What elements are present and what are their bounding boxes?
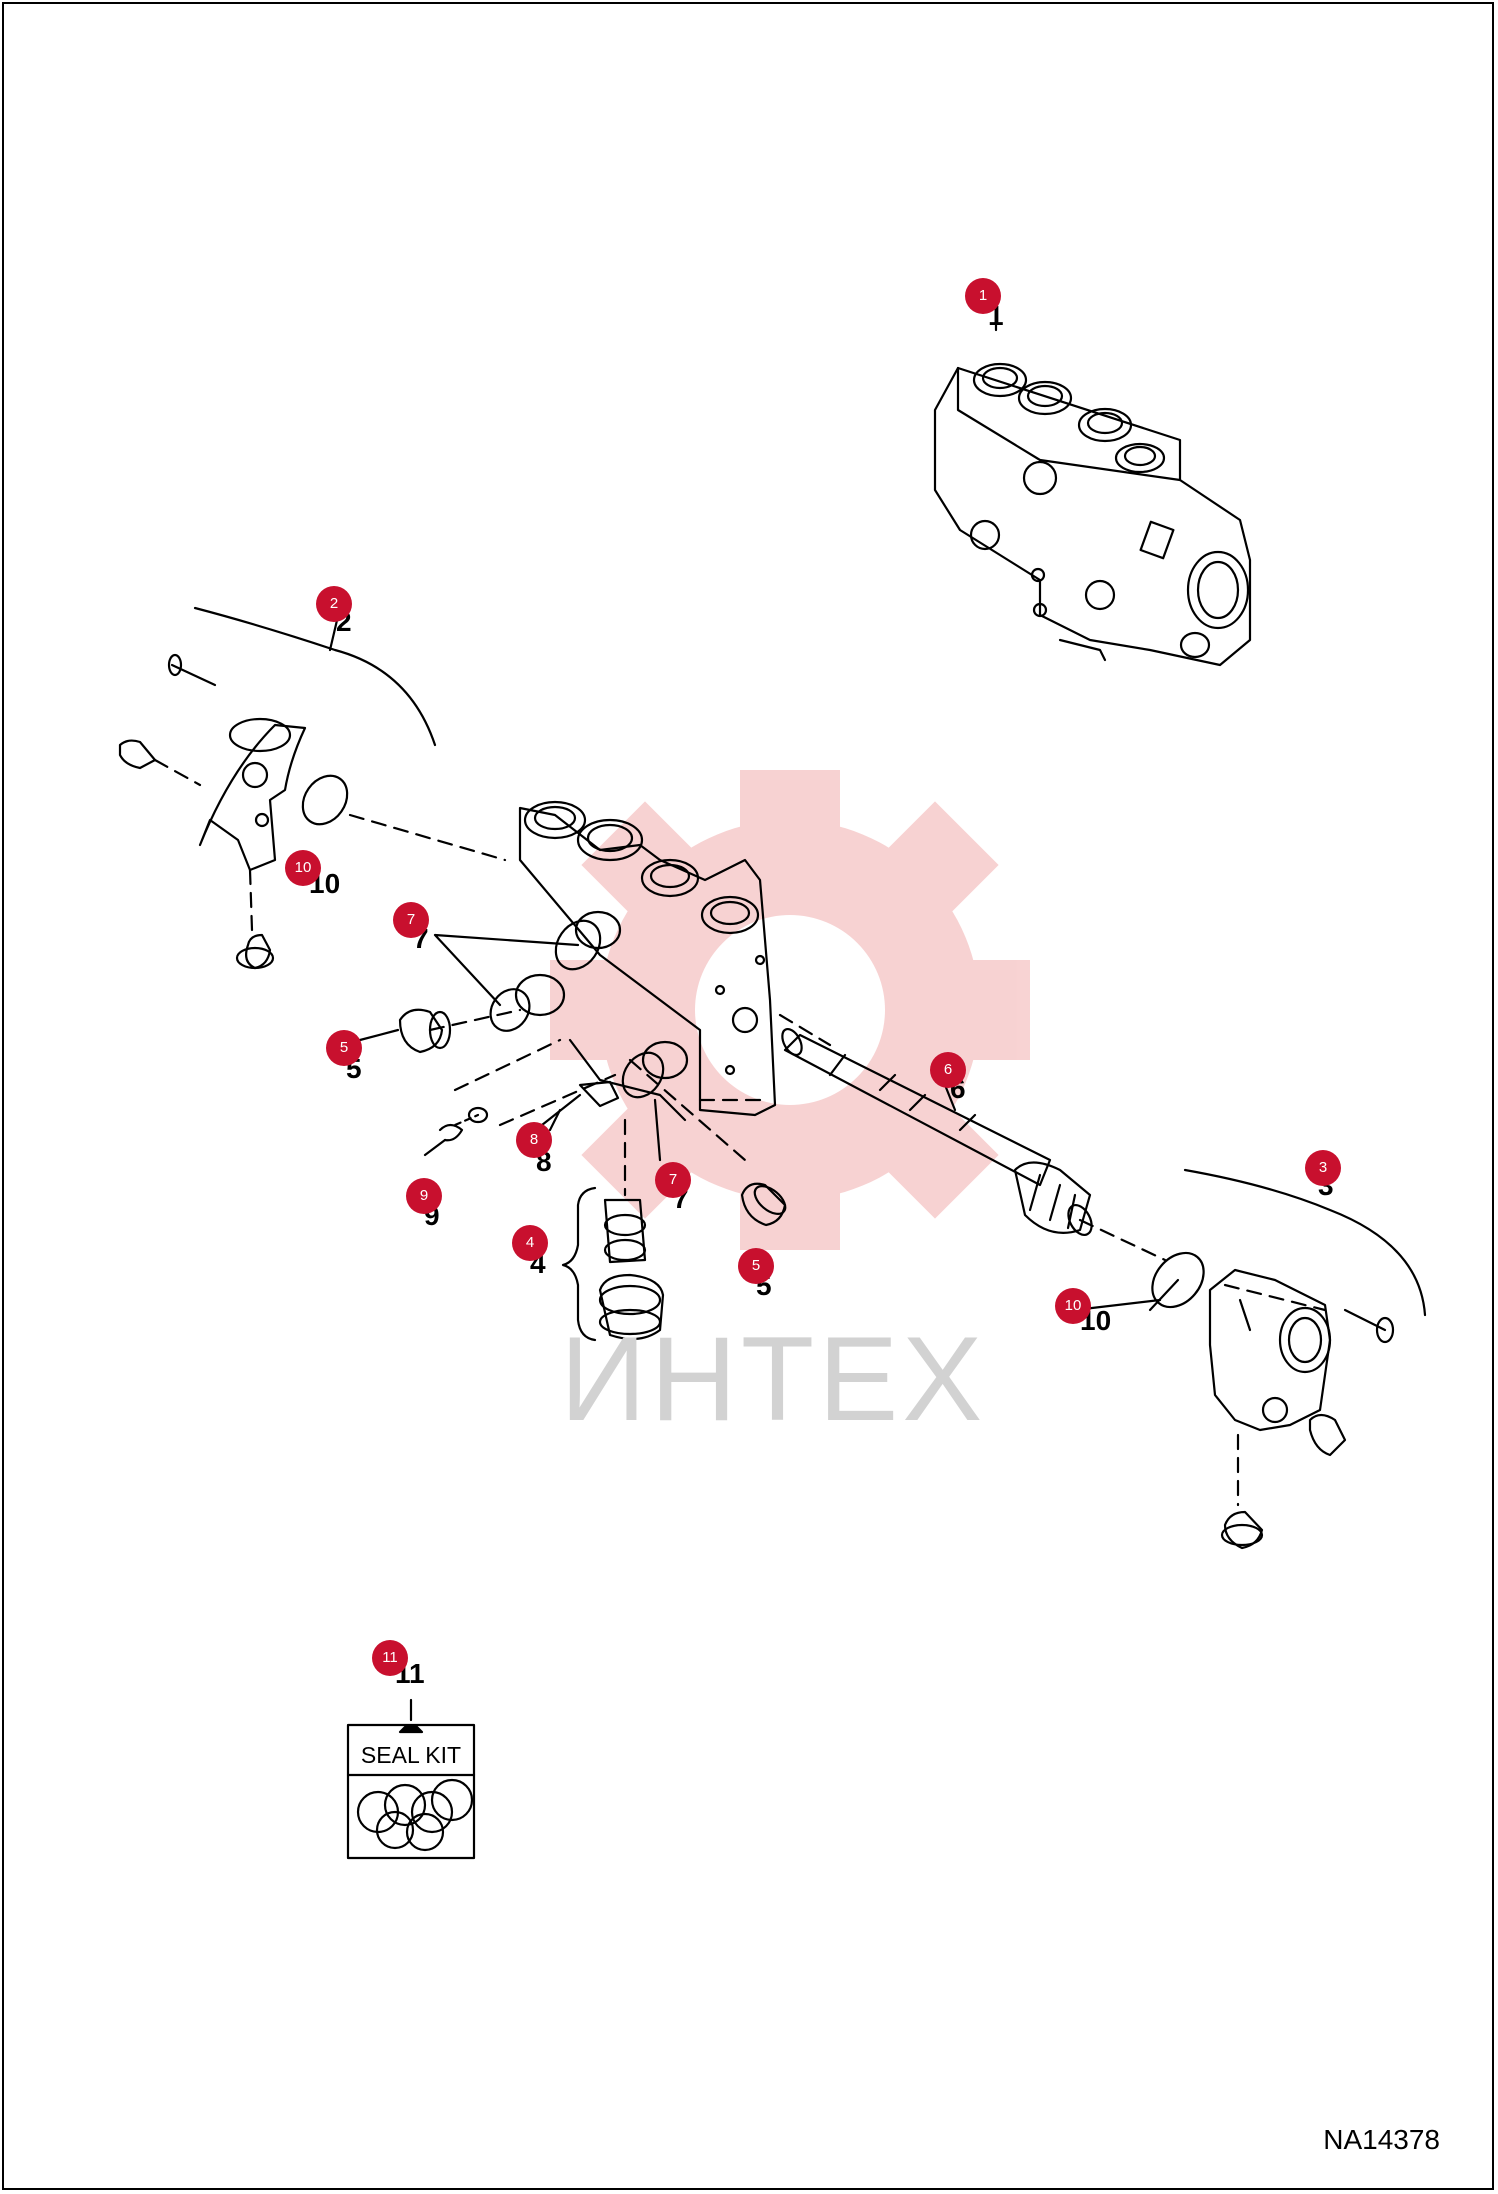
seal-kit-title: SEAL KIT [360,1742,462,1768]
end-cap-left-icon [118,606,437,970]
bracket-brace-icon [561,1186,597,1342]
callout-11[interactable]: 11 [372,1640,408,1676]
callout-4[interactable]: 4 [512,1225,548,1261]
watermark-gear-icon [550,770,1030,1250]
callout-7b[interactable]: 7 [655,1162,691,1198]
o-ring-upper-icon [554,919,602,971]
end-cap-right-icon [1208,1268,1395,1550]
callout-10b[interactable]: 10 [1055,1288,1091,1324]
callout-3[interactable]: 3 [1305,1150,1341,1186]
o-ring-left-icon [301,774,349,826]
valve-section-assembly-icon [933,362,1252,667]
o-ring-right-icon [1151,1251,1205,1309]
valve-body-icon [514,800,777,1122]
plug-left-icon [358,1008,452,1054]
callout-7a[interactable]: 7 [393,902,429,938]
callout-8[interactable]: 8 [516,1122,552,1158]
retaining-clip-icon [438,1123,464,1142]
seal-ring-small-icon [467,1106,489,1124]
o-ring-lower-icon [621,1051,665,1099]
callout-9[interactable]: 9 [406,1178,442,1214]
callout-5b[interactable]: 5 [738,1248,774,1284]
o-ring-middle-icon [489,988,531,1032]
callout-1[interactable]: 1 [965,278,1001,314]
plug-lower-icon [740,1182,787,1227]
watermark-text: ИНТЕХ [560,1312,987,1446]
relief-valve-icon [598,1198,665,1341]
spool-icon [781,1027,1093,1236]
callout-6[interactable]: 6 [930,1052,966,1088]
callout-2[interactable]: 2 [316,586,352,622]
drawing-id: NA14378 [1323,2124,1440,2155]
seal-kit-box [346,1698,476,1860]
callout-10a[interactable]: 10 [285,850,321,886]
callout-5a[interactable]: 5 [326,1030,362,1066]
